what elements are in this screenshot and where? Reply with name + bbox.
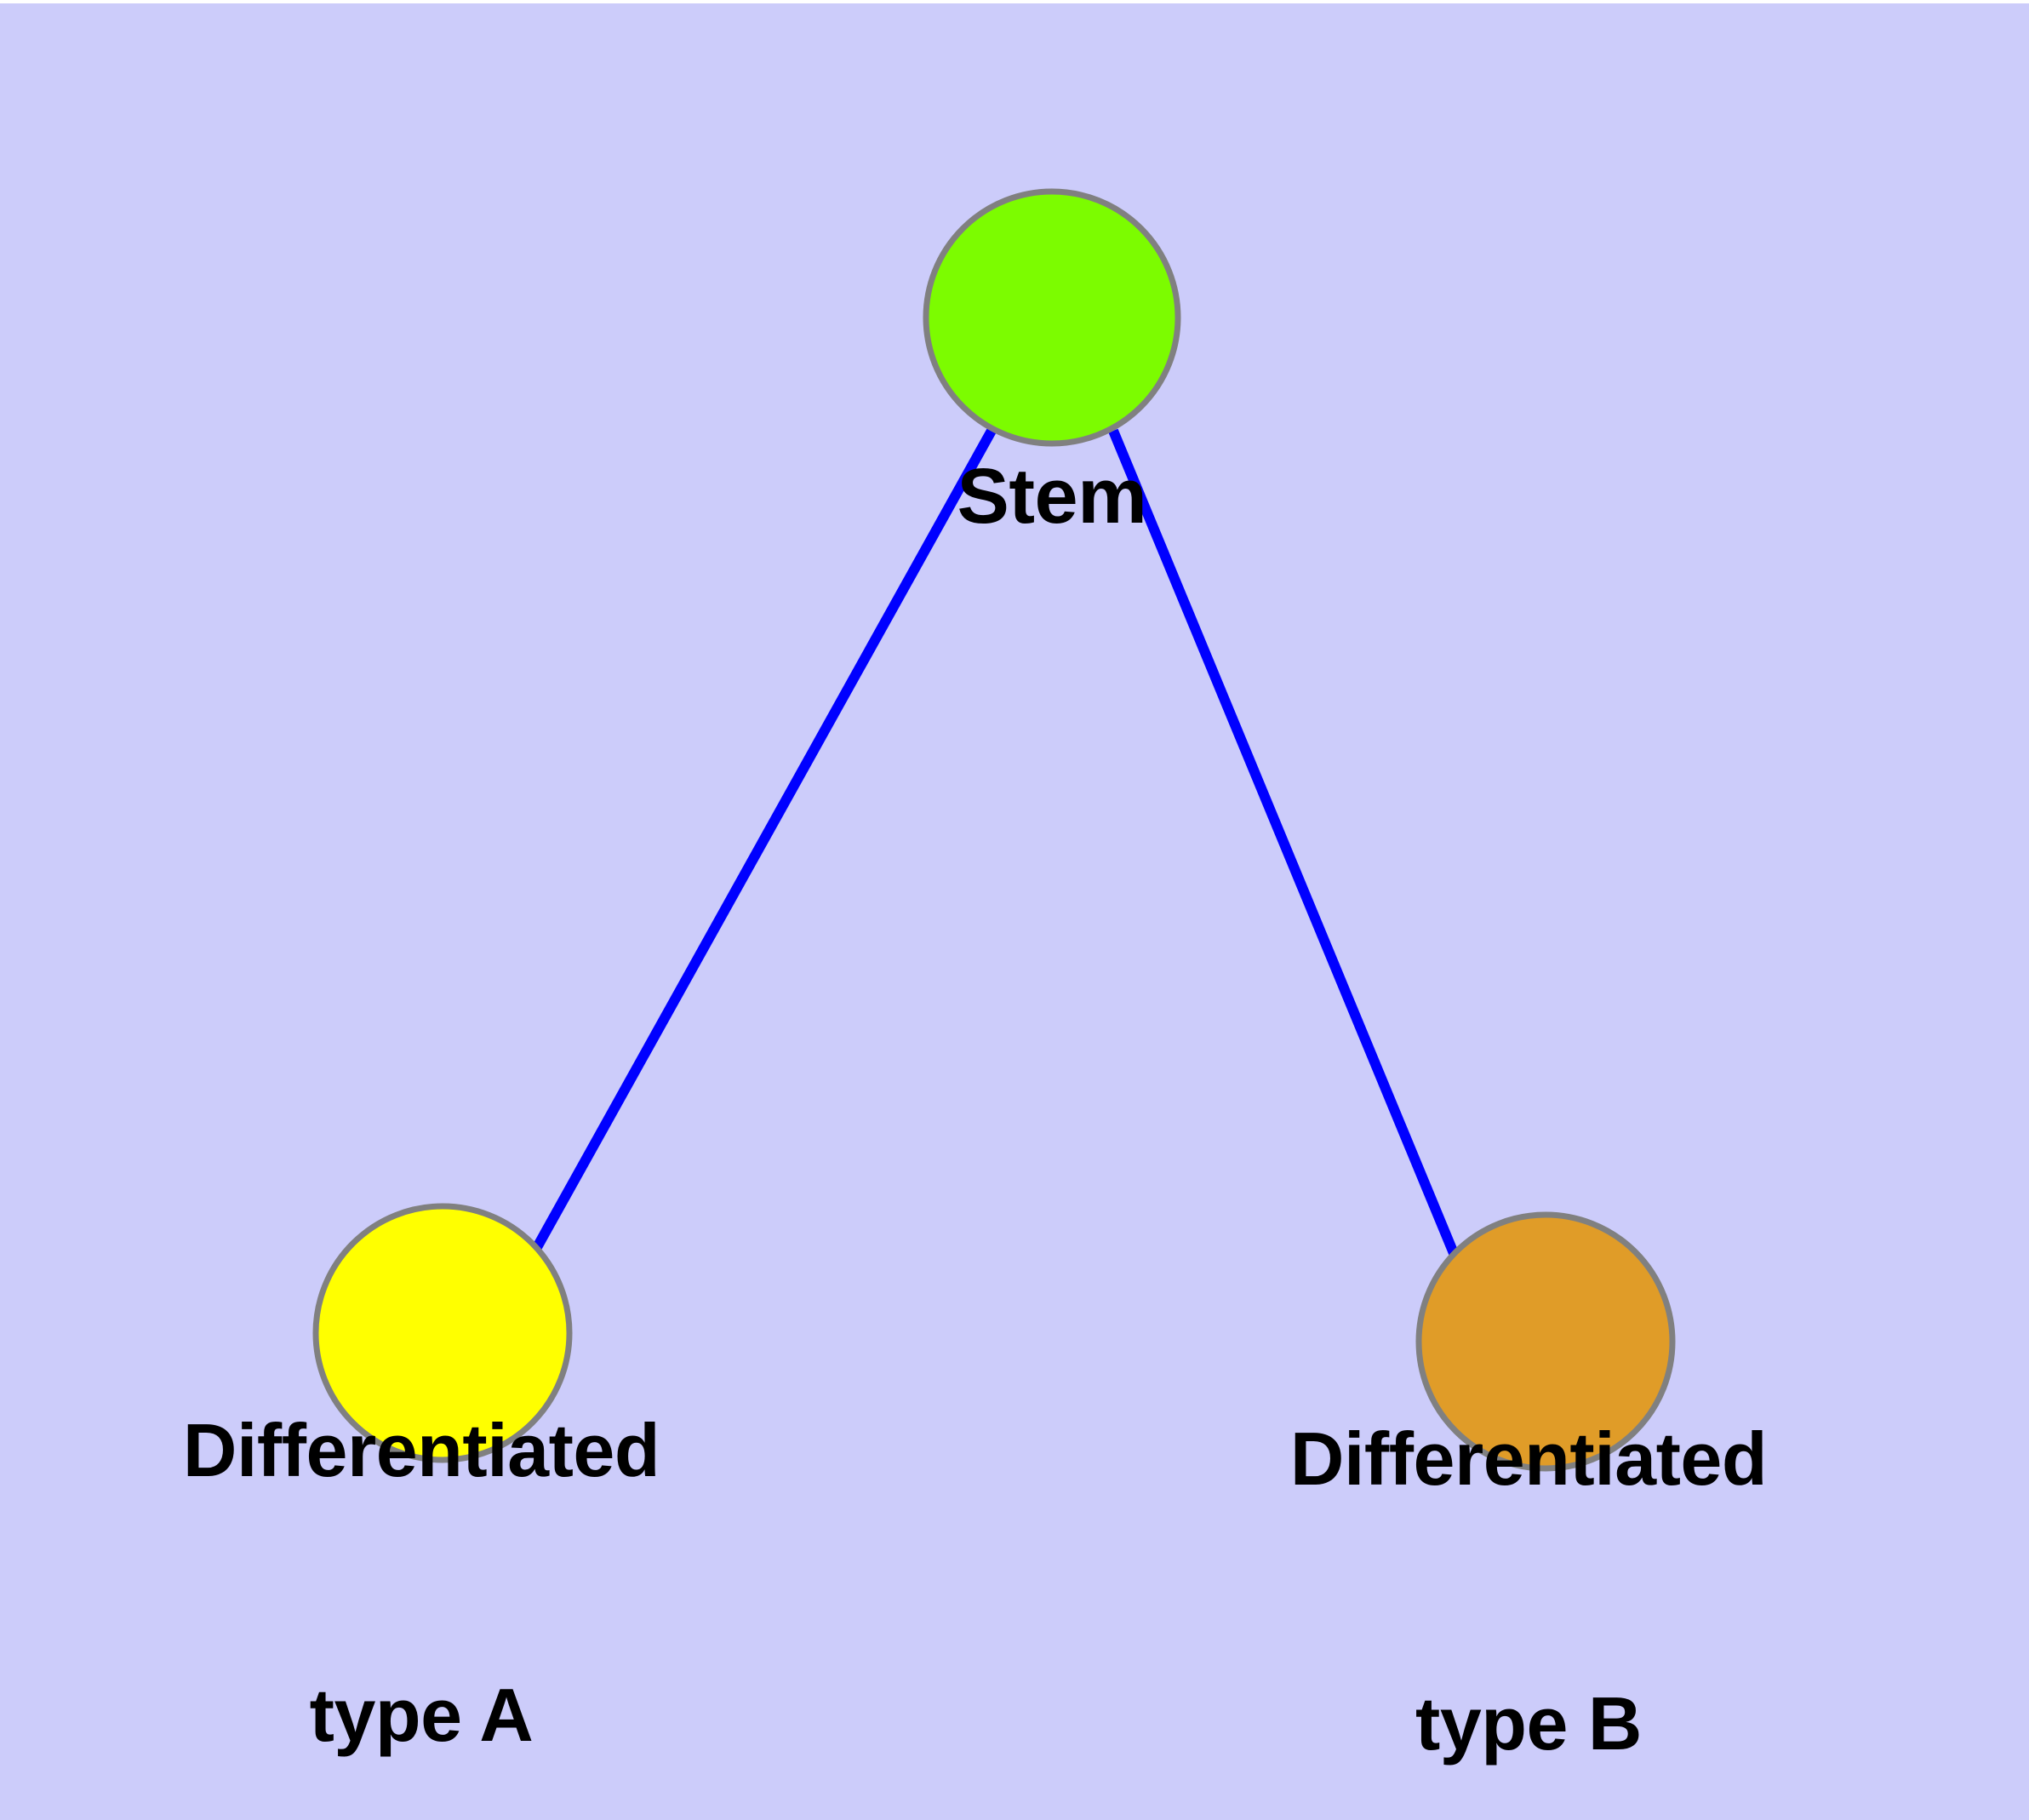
node-differentiated-type-b[interactable] (1415, 1211, 1676, 1472)
node-stem[interactable] (923, 188, 1181, 447)
node-differentiated-type-a[interactable] (312, 1203, 573, 1463)
node-layer (312, 188, 1676, 1472)
edge-stem-to-differentiated-type-b[interactable] (1108, 428, 1460, 1260)
edge-stem-to-differentiated-type-a[interactable] (531, 428, 997, 1251)
edge-layer (531, 428, 1460, 1260)
